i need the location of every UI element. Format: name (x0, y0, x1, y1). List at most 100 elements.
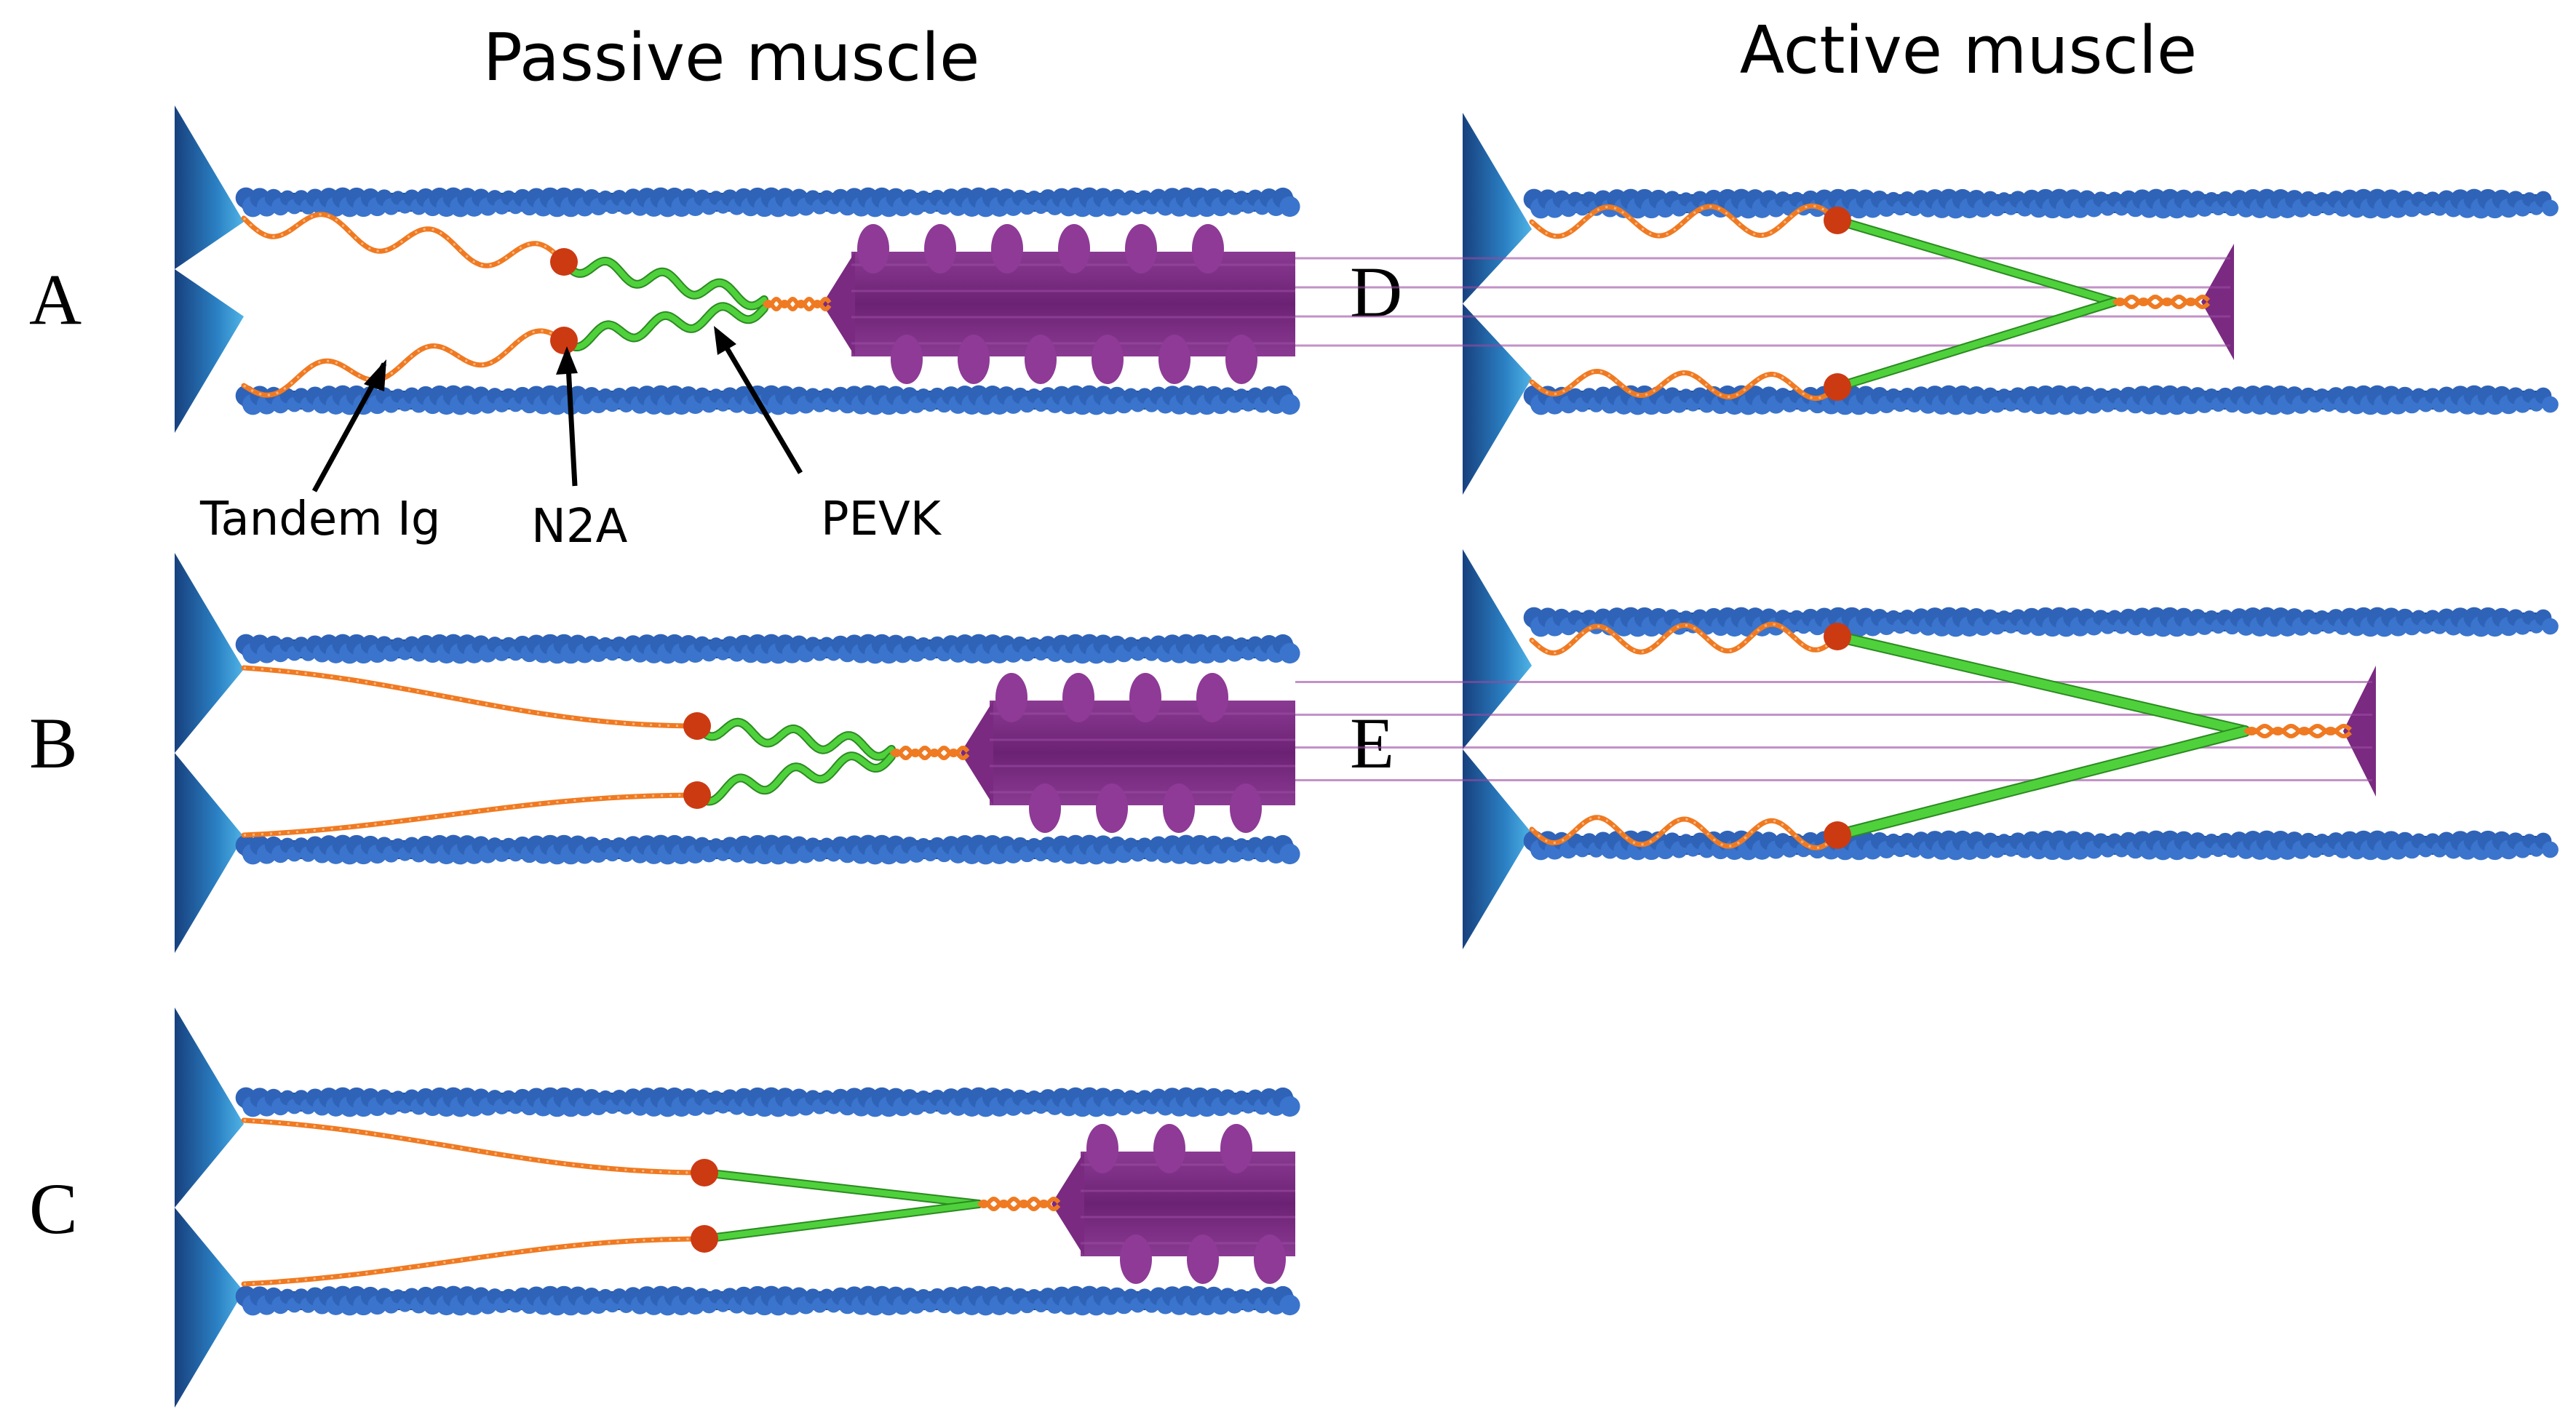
pevk-segment (700, 1200, 983, 1243)
titin-braid (762, 296, 832, 312)
myosin-head (1029, 783, 1061, 833)
myosin-head (1196, 673, 1228, 722)
n2a-segment (691, 1159, 718, 1186)
panel-label-c: C (29, 1168, 78, 1249)
actin-filament (235, 187, 1300, 218)
z-disc (1463, 549, 1532, 949)
myosin-head (1062, 673, 1094, 722)
myosin-head (1225, 335, 1257, 384)
panel-label-a: A (29, 259, 82, 340)
myosin-head (1086, 1124, 1118, 1173)
panel-label-e: E (1350, 703, 1394, 783)
actin-filament (235, 834, 1300, 865)
pevk-segment (693, 717, 896, 761)
pevk-segment (1832, 215, 2119, 307)
pevk-label: PEVK (821, 492, 942, 546)
pevk-segment (1832, 631, 2251, 737)
callout-annotations: Tandem Ig N2A PEVK (199, 326, 942, 554)
myosin-head (1125, 224, 1157, 274)
pevk-segment (1832, 725, 2251, 841)
tandem-ig-segment (241, 665, 700, 729)
tandem-ig-segment (241, 792, 700, 838)
z-disc (175, 1008, 244, 1408)
pevk-segment (560, 302, 768, 351)
myosin-head (1092, 335, 1124, 384)
tandem-ig-segment (1529, 621, 1840, 656)
n2a-label: N2A (531, 500, 628, 554)
myosin-thick-filament (1295, 666, 2376, 797)
panel-e (1295, 549, 2559, 949)
pevk-arrowhead (714, 326, 736, 355)
n2a-arrowhead (556, 346, 578, 375)
n2a-segment (550, 327, 578, 354)
myosin-head (1192, 224, 1224, 274)
myosin-head (958, 335, 990, 384)
actin-filament (235, 1087, 1300, 1117)
n2a-segment (1824, 623, 1851, 650)
panel-b (175, 553, 1300, 953)
myosin-head (995, 673, 1027, 722)
pevk-arrow (714, 330, 803, 474)
n2a-segment (683, 781, 711, 809)
myosin-head (1096, 783, 1128, 833)
myosin-thick-filament (1295, 244, 2234, 360)
tandem-ig-arrowhead (364, 359, 386, 391)
pevk-segment (560, 256, 768, 311)
panel-label-d: D (1350, 252, 1402, 332)
panel-d (1295, 113, 2559, 495)
pevk-segment (700, 1168, 983, 1208)
pevk-segment (1832, 297, 2119, 392)
n2a-segment (683, 712, 711, 740)
actin-filament (1523, 607, 2559, 637)
n2a-segment (691, 1225, 718, 1253)
myosin-head (1129, 673, 1161, 722)
actin-filament (1523, 385, 2559, 415)
panel-c (175, 1008, 1300, 1408)
actin-filament (1523, 188, 2559, 219)
tandem-ig-label: Tandem Ig (199, 492, 440, 546)
tandem-ig-segment (1529, 368, 1840, 402)
passive-muscle-title: Passive muscle (483, 20, 980, 96)
myosin-head (1163, 783, 1195, 833)
myosin-thick-filament (1052, 1124, 1295, 1284)
tandem-ig-segment (1529, 815, 1840, 850)
myosin-head (891, 335, 923, 384)
myosin-head (1025, 335, 1057, 384)
myosin-head (924, 224, 956, 274)
panel-a (175, 105, 1300, 433)
myosin-head (1187, 1234, 1219, 1284)
n2a-segment (1824, 373, 1851, 401)
titin-braid (2112, 294, 2211, 310)
pevk-segment (693, 751, 896, 806)
actin-filament (235, 385, 1300, 415)
n2a-segment (1824, 207, 1851, 234)
tandem-ig-segment (241, 1236, 707, 1287)
myosin-thick-filament (822, 224, 1295, 384)
myosin-head (1120, 1234, 1152, 1284)
tandem-ig-segment (241, 328, 567, 398)
myosin-head (1254, 1234, 1286, 1284)
tandem-ig-segment (241, 212, 567, 268)
myosin-thick-filament (961, 673, 1295, 833)
tandem-ig-segment (241, 1117, 707, 1176)
titin-braid (977, 1196, 1061, 1212)
actin-filament (235, 1285, 1300, 1316)
myosin-head (1230, 783, 1262, 833)
actin-filament (1523, 830, 2559, 861)
myosin-head (1220, 1124, 1252, 1173)
n2a-segment (1824, 821, 1851, 849)
active-muscle-title: Active muscle (1740, 12, 2197, 89)
z-disc (175, 553, 244, 953)
n2a-arrow (565, 352, 578, 487)
n2a-segment (550, 248, 578, 276)
myosin-head (1153, 1124, 1185, 1173)
tandem-ig-segment (1529, 203, 1840, 239)
myosin-head (1058, 224, 1090, 274)
actin-filament (235, 634, 1300, 664)
panel-label-b: B (29, 703, 78, 783)
myosin-head (1158, 335, 1190, 384)
titin-braid (889, 745, 970, 761)
myosin-head (857, 224, 889, 274)
titin-braid (2243, 723, 2352, 739)
